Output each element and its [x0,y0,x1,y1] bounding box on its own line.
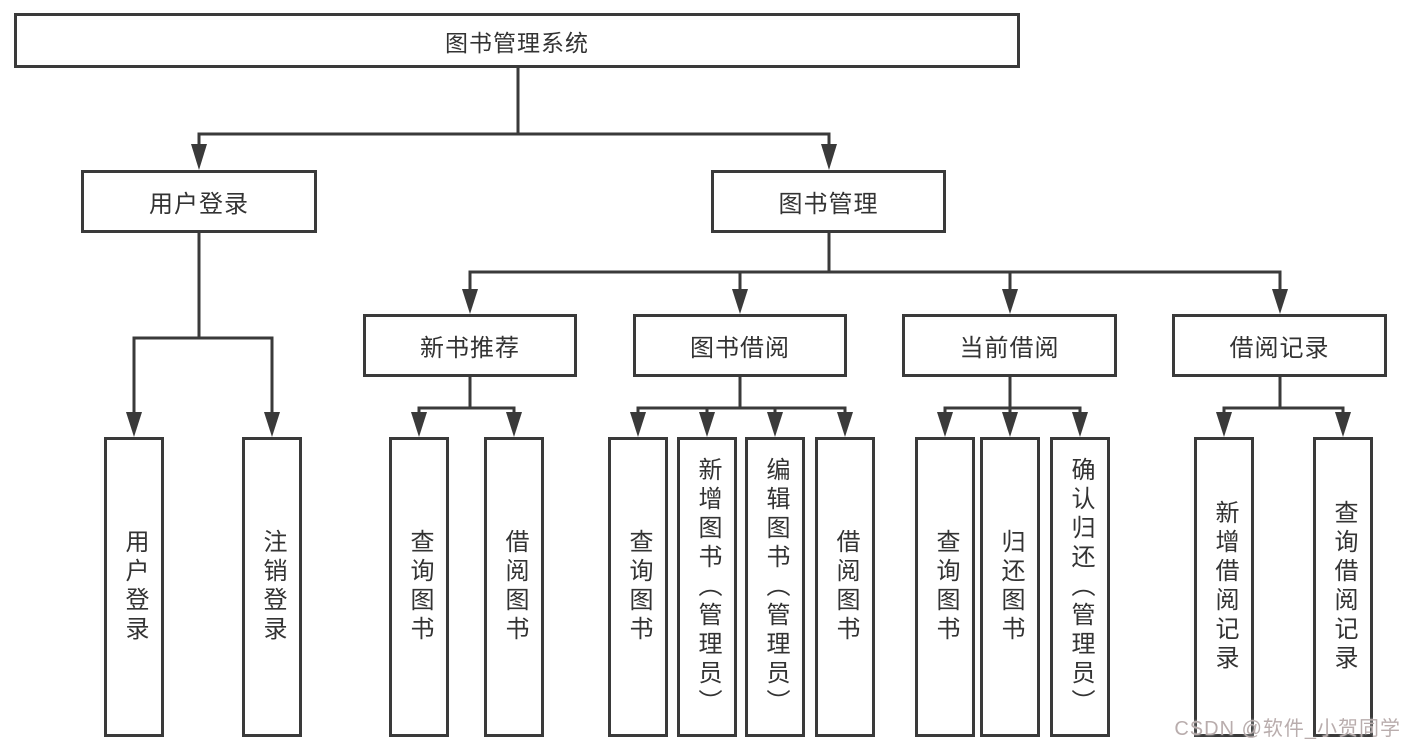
leaf-user-login: 用户登录 [104,437,164,737]
leaf-edit-book-admin: 编辑图书（管理员） [745,437,805,737]
arrow-icon [767,412,783,437]
leaf-query-book-borrow: 查询图书 [608,437,668,737]
edge-root-branch [197,132,831,147]
leaf-label: 查询图书 [406,529,433,645]
leaf-query-book-recommend: 查询图书 [389,437,449,737]
arrow-icon [699,412,715,437]
node-new-book-recommend: 新书推荐 [363,314,577,377]
leaf-query-borrow-record: 查询借阅记录 [1313,437,1373,737]
arrow-icon [1002,289,1018,314]
node-label: 新书推荐 [420,335,520,362]
leaf-label: 确认归还（管理员） [1067,456,1094,718]
arrow-icon [837,412,853,437]
node-label: 借阅记录 [1229,335,1330,362]
arrow-icon [126,412,142,437]
arrow-icon [630,412,646,437]
leaf-logout: 注销登录 [242,437,302,737]
leaf-return-book: 归还图书 [980,437,1040,737]
leaf-label: 借阅图书 [501,529,528,645]
edge-current-branch [943,406,1082,415]
arrow-icon [191,144,207,170]
leaf-label: 编辑图书（管理员） [762,456,789,718]
node-label: 用户登录 [149,191,249,218]
leaf-label: 查询图书 [625,529,652,645]
leaf-add-book-admin: 新增图书（管理员） [677,437,737,737]
arrow-icon [821,144,837,170]
arrow-icon [411,412,427,437]
node-book-management: 图书管理 [711,170,946,233]
arrow-icon [1335,412,1351,437]
node-borrow-records: 借阅记录 [1172,314,1387,377]
arrow-icon [937,412,953,437]
leaf-confirm-return-admin: 确认归还（管理员） [1050,437,1110,737]
leaf-label: 归还图书 [997,529,1024,645]
leaf-query-book-current: 查询图书 [915,437,975,737]
edge-userlogin-branch [132,336,274,414]
leaf-label: 新增借阅记录 [1211,500,1238,674]
node-user-login: 用户登录 [81,170,317,233]
edge-recommend-branch [417,406,516,415]
leaf-borrow-book: 借阅图书 [815,437,875,737]
watermark: CSDN @软件_小贺同学 [1174,718,1401,740]
node-book-borrow: 图书借阅 [633,314,847,377]
node-library-management-system: 图书管理系统 [14,13,1020,68]
arrow-icon [1002,412,1018,437]
arrow-icon [732,289,748,314]
leaf-label: 查询图书 [932,529,959,645]
node-current-borrow: 当前借阅 [902,314,1117,377]
arrow-icon [1072,412,1088,437]
leaf-label: 查询借阅记录 [1330,500,1357,674]
leaf-label: 注销登录 [259,529,286,645]
arrow-icon [462,289,478,314]
leaf-label: 借阅图书 [832,529,859,645]
leaf-label: 新增图书（管理员） [694,456,721,718]
node-label: 图书管理系统 [445,29,589,56]
arrow-icon [264,412,280,437]
node-label: 图书管理 [778,191,879,218]
arrow-icon [1272,289,1288,314]
arrow-icon [1216,412,1232,437]
edge-borrow-branch [636,406,847,415]
node-label: 图书借阅 [690,335,790,362]
node-label: 当前借阅 [959,335,1060,362]
leaf-label: 用户登录 [121,529,148,645]
leaf-add-borrow-record: 新增借阅记录 [1194,437,1254,737]
arrow-icon [506,412,522,437]
leaf-borrow-book-recommend: 借阅图书 [484,437,544,737]
edge-bookmgmt-branch [468,270,1282,290]
edge-records-branch [1222,406,1345,415]
